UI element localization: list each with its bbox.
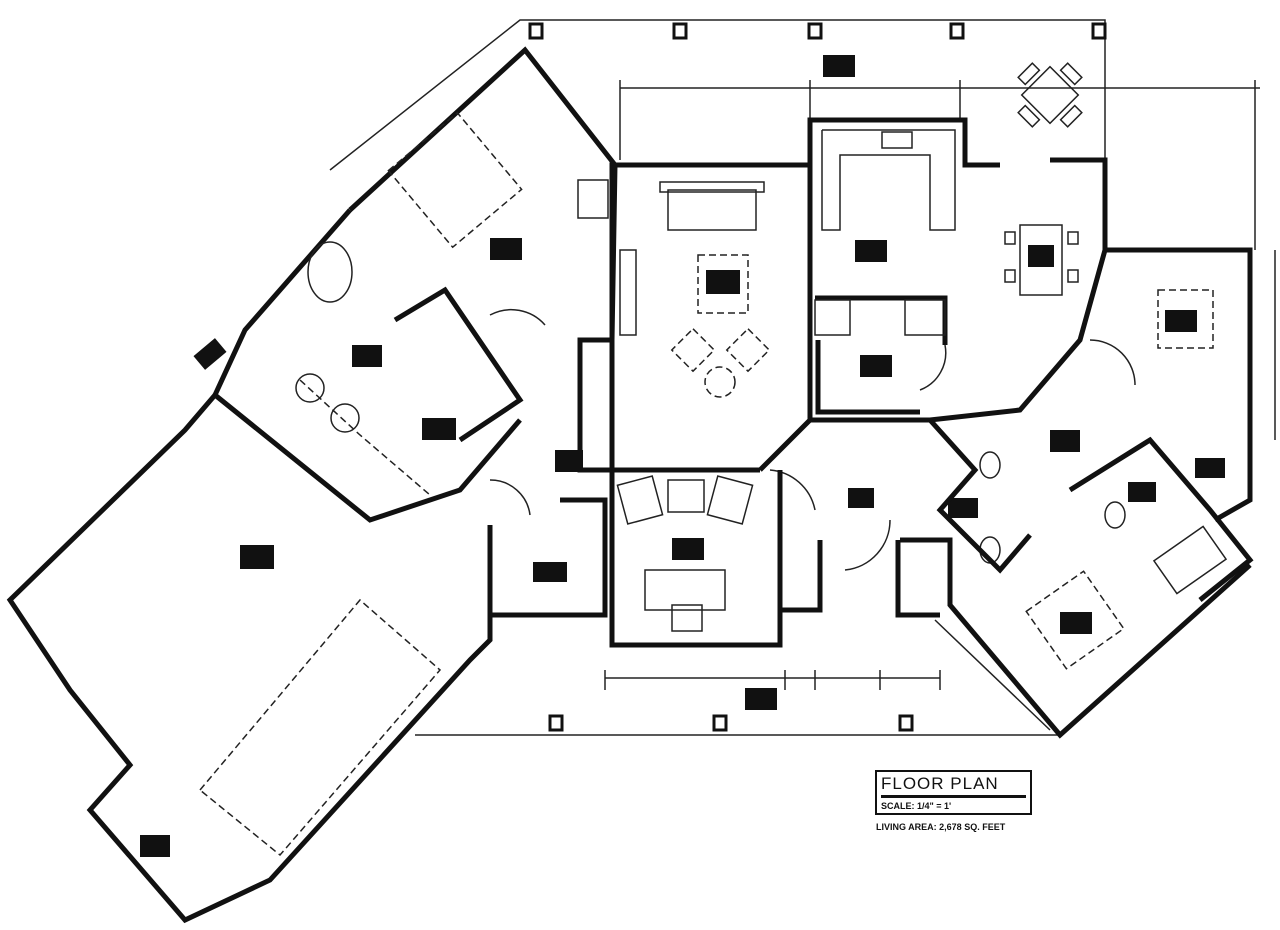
dining-area	[1004, 62, 1083, 296]
hall-laundry	[487, 337, 612, 618]
front-porch	[415, 688, 1060, 736]
study	[609, 470, 783, 648]
plan-scale: SCALE: 1/4" = 1'	[881, 801, 952, 811]
bedroom-lower-right	[900, 418, 1252, 739]
title-block: FLOOR PLAN SCALE: 1/4" = 1'	[875, 770, 1032, 815]
great-room	[609, 162, 813, 473]
kitchen	[807, 117, 1108, 415]
master-suite	[193, 46, 618, 523]
rear-porch	[329, 19, 1107, 171]
plan-title: FLOOR PLAN	[881, 774, 1026, 798]
living-area-note: LIVING AREA: 2,678 SQ. FEET	[876, 822, 1006, 832]
bedroom-wing-right	[758, 247, 1254, 602]
dimension-lines	[604, 80, 1276, 690]
garage	[6, 393, 493, 924]
